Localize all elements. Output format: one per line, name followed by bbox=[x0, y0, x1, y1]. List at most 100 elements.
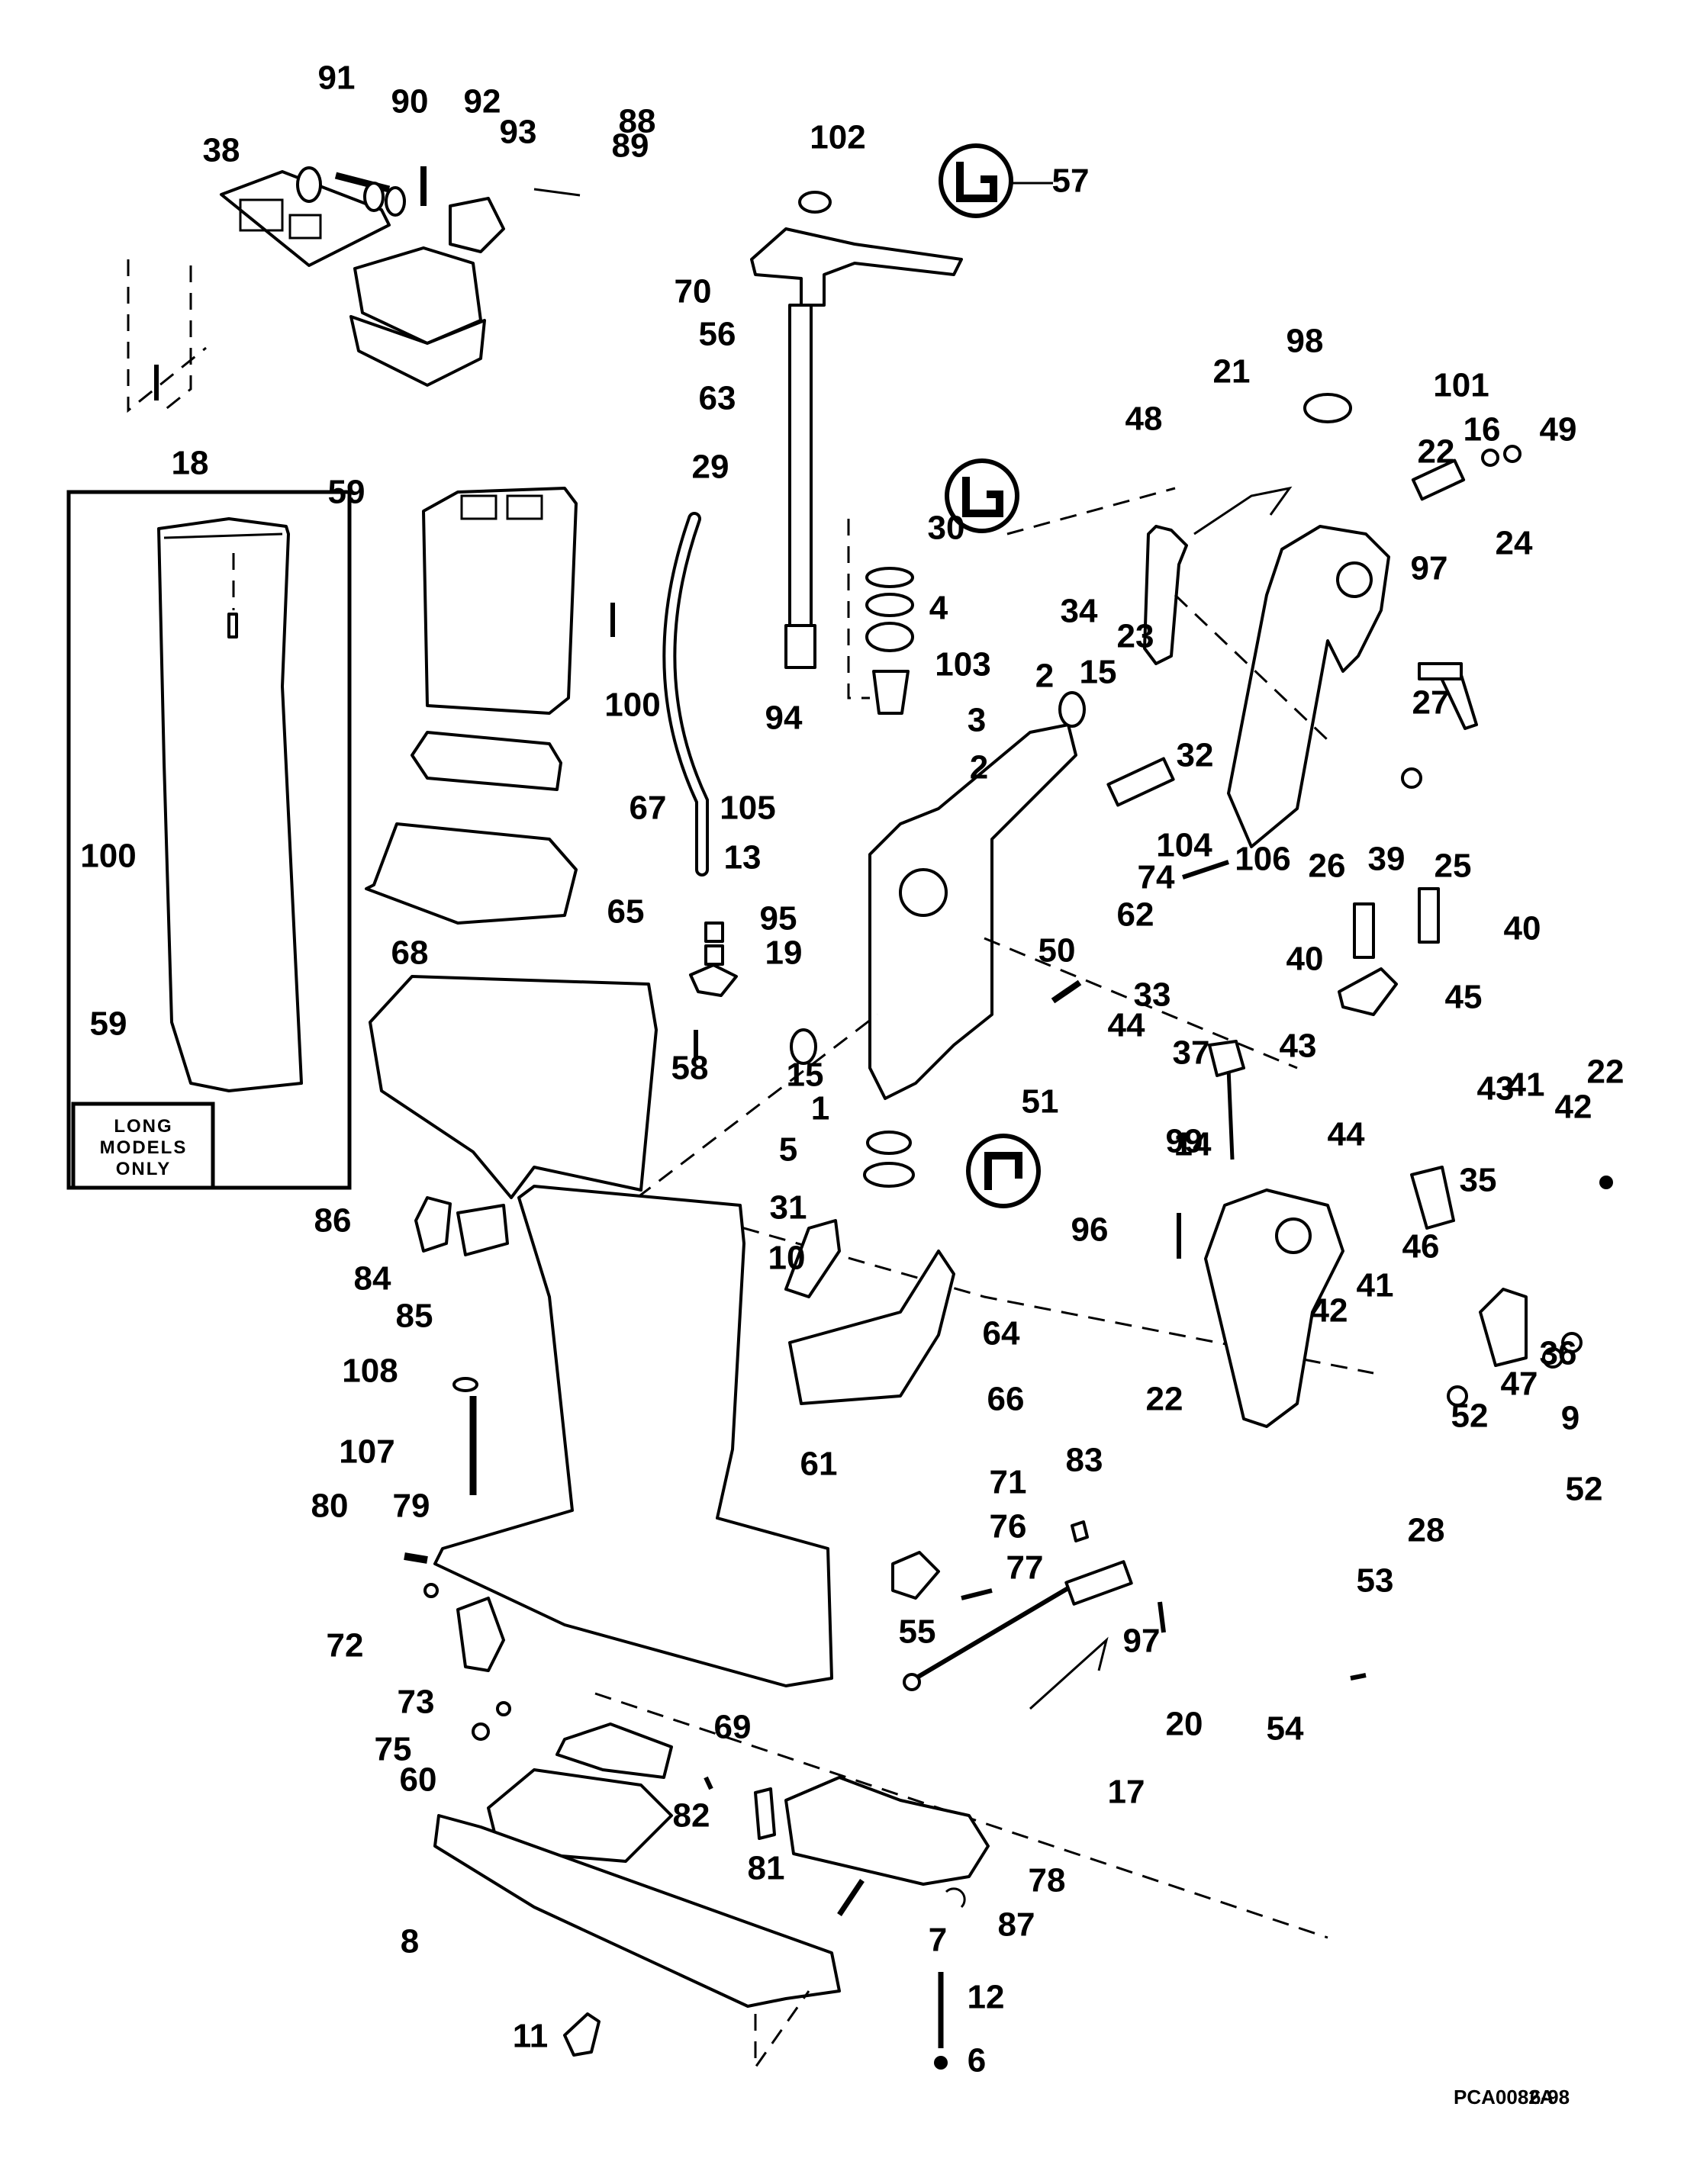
part-edge bbox=[288, 214, 322, 240]
callout: 33 bbox=[1134, 976, 1171, 1014]
bushing-91 bbox=[296, 166, 322, 203]
bolt-97 bbox=[1411, 458, 1466, 501]
callout: 56 bbox=[699, 316, 736, 353]
adapter-group bbox=[127, 166, 581, 415]
callout: 81 bbox=[748, 1850, 785, 1887]
callout: 42 bbox=[1555, 1089, 1592, 1126]
cover-64 bbox=[788, 1250, 955, 1405]
callout: 37 bbox=[1173, 1034, 1210, 1072]
callout: 45 bbox=[1445, 979, 1483, 1016]
bracket-23-pivot bbox=[1336, 561, 1373, 598]
seal-68 bbox=[365, 822, 578, 925]
washer-52a bbox=[1447, 1385, 1468, 1407]
gasket-38 bbox=[220, 170, 391, 267]
dashed-guide bbox=[754, 1990, 810, 2071]
washer-25 bbox=[1401, 767, 1422, 789]
pad-11 bbox=[563, 2012, 601, 2057]
callout: 75 bbox=[375, 1731, 412, 1768]
washer-16 bbox=[1481, 449, 1499, 467]
lube-symbol-4 bbox=[945, 458, 1019, 533]
pad-71 bbox=[891, 1551, 940, 1600]
screw-82 bbox=[704, 1776, 713, 1790]
callout: 76 bbox=[990, 1508, 1027, 1546]
plate-85 bbox=[456, 1204, 509, 1256]
seal-4 bbox=[865, 593, 914, 617]
mount-70 bbox=[449, 197, 505, 253]
screw-53 bbox=[1350, 1673, 1367, 1681]
callout: 41 bbox=[1508, 1066, 1545, 1104]
callout: 16 bbox=[1464, 411, 1501, 449]
callout: 1 bbox=[811, 1090, 829, 1127]
part-edge bbox=[163, 532, 283, 539]
bracket-28-pivot bbox=[1275, 1217, 1312, 1254]
callout: 26 bbox=[1309, 848, 1346, 885]
clip-87 bbox=[945, 1887, 966, 1909]
callout: 34 bbox=[1061, 593, 1098, 630]
callout: 61 bbox=[800, 1446, 838, 1483]
callout: 17 bbox=[1108, 1774, 1145, 1811]
washer-93 bbox=[385, 186, 406, 217]
long-models-inset: LONG MODELS ONLY bbox=[66, 490, 352, 1190]
callout: 28 bbox=[1408, 1512, 1445, 1549]
callout: 87 bbox=[998, 1906, 1035, 1944]
part-edge bbox=[460, 494, 498, 520]
callout: 22 bbox=[1418, 433, 1455, 471]
stern-bracket-23 bbox=[1227, 525, 1390, 848]
callout: 18 bbox=[172, 445, 209, 482]
plate-45 bbox=[1338, 967, 1398, 1016]
callout: 102 bbox=[810, 119, 865, 156]
dashed-guide bbox=[636, 1013, 878, 1199]
callout: 50 bbox=[1038, 932, 1076, 970]
dashed-guide bbox=[1174, 593, 1329, 741]
plate-99 bbox=[1208, 1040, 1245, 1077]
rod-17 bbox=[1029, 1636, 1109, 1710]
callout: 42 bbox=[1311, 1292, 1348, 1330]
callout: 77 bbox=[1006, 1549, 1044, 1587]
seal-10 bbox=[784, 1219, 841, 1298]
bolt-97-lower bbox=[1064, 1560, 1133, 1606]
callout: 92 bbox=[464, 83, 501, 121]
callout: 69 bbox=[714, 1709, 752, 1746]
callout: 40 bbox=[1286, 941, 1324, 978]
callout: 2 bbox=[1035, 658, 1054, 695]
washer-15 bbox=[790, 1028, 817, 1065]
lower-group bbox=[433, 1776, 990, 2071]
callout: 70 bbox=[675, 273, 712, 310]
swivel-tube-29 bbox=[788, 304, 813, 631]
callout: 104 bbox=[1156, 827, 1212, 864]
dashed-guide bbox=[159, 265, 192, 415]
screw-77 bbox=[961, 1588, 993, 1600]
callout: 23 bbox=[1117, 618, 1154, 655]
callout: 13 bbox=[724, 839, 762, 876]
lube-symbol-57 bbox=[939, 143, 1053, 218]
spring-40b bbox=[1418, 887, 1440, 944]
inset-note-box bbox=[71, 1102, 215, 1190]
pin-32 bbox=[1106, 757, 1175, 807]
callout: 106 bbox=[1235, 841, 1290, 878]
rod-14 bbox=[1226, 1067, 1235, 1160]
steering-group bbox=[750, 191, 963, 715]
callout: 68 bbox=[391, 934, 429, 972]
exhaust-housing-59 bbox=[422, 487, 578, 715]
revision-date: 6-98 bbox=[1530, 2086, 1570, 2108]
callout: 21 bbox=[1213, 353, 1251, 391]
callout: 51 bbox=[1022, 1083, 1059, 1121]
lube-u-icon bbox=[956, 162, 997, 202]
callout: 15 bbox=[1080, 654, 1117, 691]
lower-cover-78 bbox=[784, 1776, 990, 1886]
callout: 2 bbox=[970, 749, 988, 786]
callout: 71 bbox=[990, 1464, 1027, 1501]
spring-40a bbox=[1353, 902, 1375, 959]
callout: 39 bbox=[1368, 841, 1406, 878]
spline-29 bbox=[784, 624, 816, 669]
callout: 32 bbox=[1177, 737, 1214, 774]
callout: 20 bbox=[1166, 1706, 1203, 1743]
nut-22 bbox=[1599, 1176, 1613, 1189]
washer-15b bbox=[1058, 691, 1086, 728]
lube-circle bbox=[939, 143, 1013, 218]
callout: 101 bbox=[1433, 367, 1489, 404]
callout: 58 bbox=[671, 1050, 709, 1087]
callout: 89 bbox=[612, 127, 649, 165]
callout: 31 bbox=[770, 1189, 807, 1227]
